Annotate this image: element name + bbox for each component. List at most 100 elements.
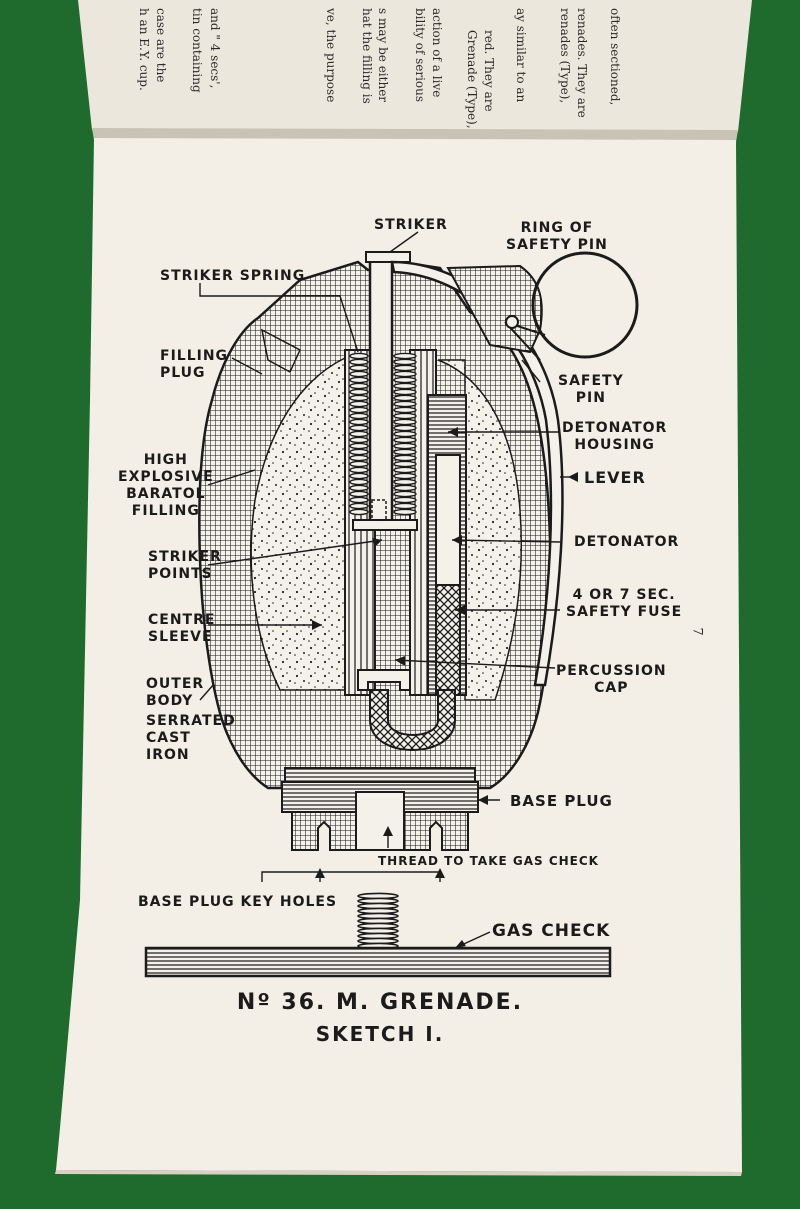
spring-coil [393, 466, 417, 474]
label-ring-line-1: RING OF [520, 220, 594, 236]
label-fuse: 4 OR 7 SEC. SAFETY FUSE [566, 587, 682, 621]
label-lever: LEVER [584, 468, 646, 487]
detonator [435, 454, 461, 586]
spring-coil [349, 502, 369, 510]
spring-coil [349, 472, 369, 480]
label-fuse-line-2: SAFETY FUSE [566, 604, 683, 620]
spring-coil [349, 406, 369, 414]
spring-coil [349, 370, 369, 378]
spring-coil [393, 442, 417, 450]
striker-point-block [371, 499, 387, 521]
spring-coil [349, 508, 369, 516]
label-he-line-4: FILLING [131, 503, 200, 519]
pin-lug [446, 264, 543, 354]
label-ring-line-2: SAFETY PIN [506, 237, 608, 253]
spring-coil [349, 490, 369, 498]
spring-coil [349, 376, 369, 384]
striker-plate [352, 519, 418, 531]
filling-plug [260, 328, 301, 374]
striker-head [365, 251, 411, 263]
label-centre-sleeve: CENTRE SLEEVE [148, 612, 215, 646]
label-he-line-1: HIGH [143, 452, 188, 468]
label-filling-plug-line-1: FILLING [160, 348, 229, 364]
explosive-filling [250, 356, 346, 691]
gas-check [144, 946, 612, 978]
previous-page-line: h an E.Y. cup. [137, 8, 151, 91]
percussion-cap [357, 669, 411, 691]
previous-page-line: s may be either [376, 8, 390, 103]
label-detonator-housing-line-2: HOUSING [574, 437, 655, 453]
spring-coil [349, 454, 369, 462]
label-striker: STRIKER [374, 217, 448, 233]
label-base-plug: BASE PLUG [510, 792, 613, 810]
label-centre-sleeve-line-2: SLEEVE [148, 629, 213, 645]
spring-coil [393, 400, 417, 408]
label-thread: THREAD TO TAKE GAS CHECK [378, 854, 599, 868]
spring-coil [349, 424, 369, 432]
spring-coil [349, 448, 369, 456]
label-serrated-line-3: IRON [146, 747, 190, 763]
spring-coil [349, 412, 369, 420]
spring-coil [349, 436, 369, 444]
spring-coil [393, 484, 417, 492]
spring-coil [393, 454, 417, 462]
arrowheads [312, 427, 578, 948]
previous-page-line: renades. They are [575, 8, 589, 118]
main-page-edge [55, 1170, 742, 1176]
label-detonator-housing-line-1: DETONATOR [562, 420, 668, 436]
spring-coil [393, 502, 417, 510]
previous-page-line: action of a live [430, 8, 444, 98]
spring-coil [393, 394, 417, 402]
spring-coil [349, 388, 369, 396]
diagram-subtitle: SKETCH I. [315, 1022, 445, 1046]
label-detonator-housing: DETONATOR HOUSING [562, 420, 667, 454]
leader-lines [199, 231, 573, 949]
spring-coil [393, 490, 417, 498]
previous-page-line: and " 4 secs', [208, 8, 222, 89]
label-striker-points: STRIKER POINTS [148, 549, 222, 583]
label-outer-body: OUTER BODY [146, 676, 204, 710]
spring-coil [349, 352, 369, 360]
fuse-tube [369, 689, 456, 751]
spring-coil [349, 382, 369, 390]
label-filling-plug: FILLING PLUG [160, 348, 228, 382]
label-percussion-cap-line-1: PERCUSSION [556, 663, 667, 679]
previous-page-line: Grenade (Type), [465, 30, 479, 129]
previous-page-line: renades (Type), [558, 8, 572, 104]
label-he-line-2: EXPLOSIVE [118, 469, 214, 485]
spring-coil [349, 430, 369, 438]
spring-coil [393, 370, 417, 378]
label-gas-check: GAS CHECK [492, 921, 611, 941]
spring-coil [393, 478, 417, 486]
spring-coil [393, 448, 417, 456]
label-detonator: DETONATOR [574, 534, 680, 550]
explosive-filling-right [437, 359, 522, 701]
spring-coil [349, 394, 369, 402]
label-striker-points-line-1: STRIKER [148, 549, 222, 565]
diagram-title: Nº 36. M. GRENADE. [236, 990, 524, 1015]
label-safety-pin-line-1: SAFETY [558, 373, 624, 389]
label-high-explosive: HIGH EXPLOSIVE BARATOL FILLING [118, 452, 214, 520]
label-safety-pin-line-2: PIN [575, 390, 606, 406]
spring-coil [393, 364, 417, 372]
striker [368, 253, 394, 529]
previous-page [78, 0, 752, 132]
spring-coil [393, 412, 417, 420]
previous-page-line: bility of serious [413, 8, 427, 103]
label-filling-plug-line-2: PLUG [160, 365, 206, 381]
safety-pin-ring [531, 251, 639, 359]
label-striker-spring: STRIKER SPRING [160, 268, 306, 284]
spring-coil [349, 442, 369, 450]
label-safety-pin: SAFETY PIN [558, 373, 624, 407]
safety-pin-head [505, 315, 519, 329]
label-outer-body-line-2: BODY [146, 693, 194, 709]
gas-check-screw [357, 892, 399, 950]
spring-coil [393, 358, 417, 366]
label-he-line-3: BARATOL [126, 486, 206, 502]
label-centre-sleeve-line-1: CENTRE [148, 612, 216, 628]
previous-page-line: case are the [154, 8, 168, 83]
label-serrated-line-2: CAST [146, 730, 191, 746]
label-ring-of-safety-pin: RING OF SAFETY PIN [506, 220, 608, 254]
label-percussion-cap: PERCUSSION CAP [556, 663, 667, 697]
previous-page-line: hat the filling is [360, 8, 374, 104]
